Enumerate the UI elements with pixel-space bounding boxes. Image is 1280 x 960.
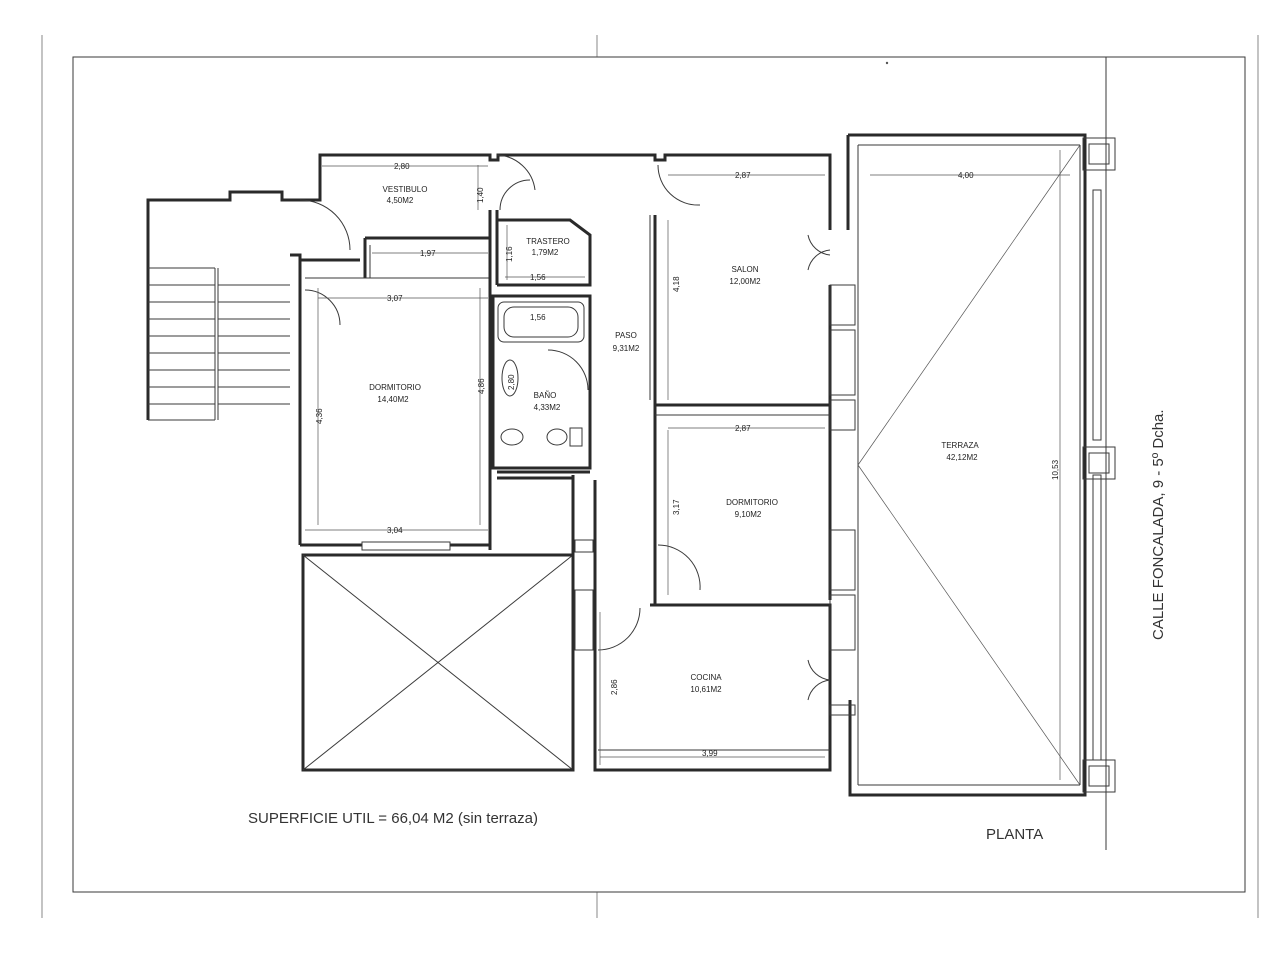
room-labels: VESTIBULO 4,50M2 TRASTERO 1,79M2 PASO 9,… [369, 185, 979, 694]
windows [574, 284, 856, 716]
vestibulo-name: VESTIBULO [383, 185, 428, 194]
dim-vestibulo-depth: 1,40 [476, 187, 485, 203]
dim-terraza-width: 4,00 [958, 171, 974, 180]
salon-name: SALON [731, 265, 758, 274]
dim-salon-height: 4,18 [672, 276, 681, 292]
dimension-labels: 2,80 1,40 1,97 1,16 1,56 1,56 2,80 3,07 … [315, 162, 1060, 758]
salon-area: 12,00M2 [729, 277, 761, 286]
dim-dorm2-width: 2,87 [735, 424, 751, 433]
terraza-name: TERRAZA [941, 441, 979, 450]
sheet-frame [41, 35, 1259, 918]
dormitorio1-name: DORMITORIO [369, 383, 421, 392]
staircase [146, 190, 300, 421]
dormitorio2-area: 9,10M2 [735, 510, 762, 519]
doors [299, 154, 831, 701]
bano-area: 4,33M2 [534, 403, 561, 412]
bath-fixtures [500, 359, 583, 447]
dim-dorm1-top: 3,07 [387, 294, 403, 303]
dim-trastero-width: 1,56 [530, 273, 546, 282]
dim-cocina-width: 3,99 [702, 749, 718, 758]
terraza-area: 42,12M2 [946, 453, 978, 462]
trastero-area: 1,79M2 [532, 248, 559, 257]
dim-cocina-height: 2,86 [610, 679, 619, 695]
dim-bath-tub-width: 1,56 [530, 313, 546, 322]
dim-dorm1-bottom: 3,04 [387, 526, 403, 535]
dimension-lines [305, 150, 1070, 780]
cocina-area: 10,61M2 [690, 685, 722, 694]
dormitorio2-name: DORMITORIO [726, 498, 778, 507]
cocina-name: COCINA [690, 673, 722, 682]
dim-trastero-height: 1,16 [505, 246, 514, 262]
paso-name: PASO [615, 331, 637, 340]
dim-dorm1-right: 4,86 [477, 378, 486, 394]
dim-terraza-length: 10,53 [1051, 459, 1060, 480]
dim-bath-depth: 2,80 [507, 374, 516, 390]
useful-area-summary: SUPERFICIE UTIL = 66,04 M2 (sin terraza) [248, 810, 538, 827]
walls [290, 153, 832, 772]
plan-label: PLANTA [986, 826, 1043, 843]
bano-name: BAÑO [534, 391, 557, 400]
dim-dorm2-height: 3,17 [672, 499, 681, 515]
trastero-name: TRASTERO [526, 237, 570, 246]
vestibulo-area: 4,50M2 [387, 196, 414, 205]
paso-area: 9,31M2 [613, 344, 640, 353]
terraza-outline [846, 133, 1116, 797]
dim-dorm1-left: 4,36 [315, 408, 324, 424]
street-address: CALLE FONCALADA, 9 - 5º Dcha. [1150, 409, 1167, 640]
dim-salon-width: 2,87 [735, 171, 751, 180]
dormitorio1-area: 14,40M2 [377, 395, 409, 404]
dim-vestibulo-width: 2,80 [394, 162, 410, 171]
dim-corridor-197: 1,97 [420, 249, 436, 258]
